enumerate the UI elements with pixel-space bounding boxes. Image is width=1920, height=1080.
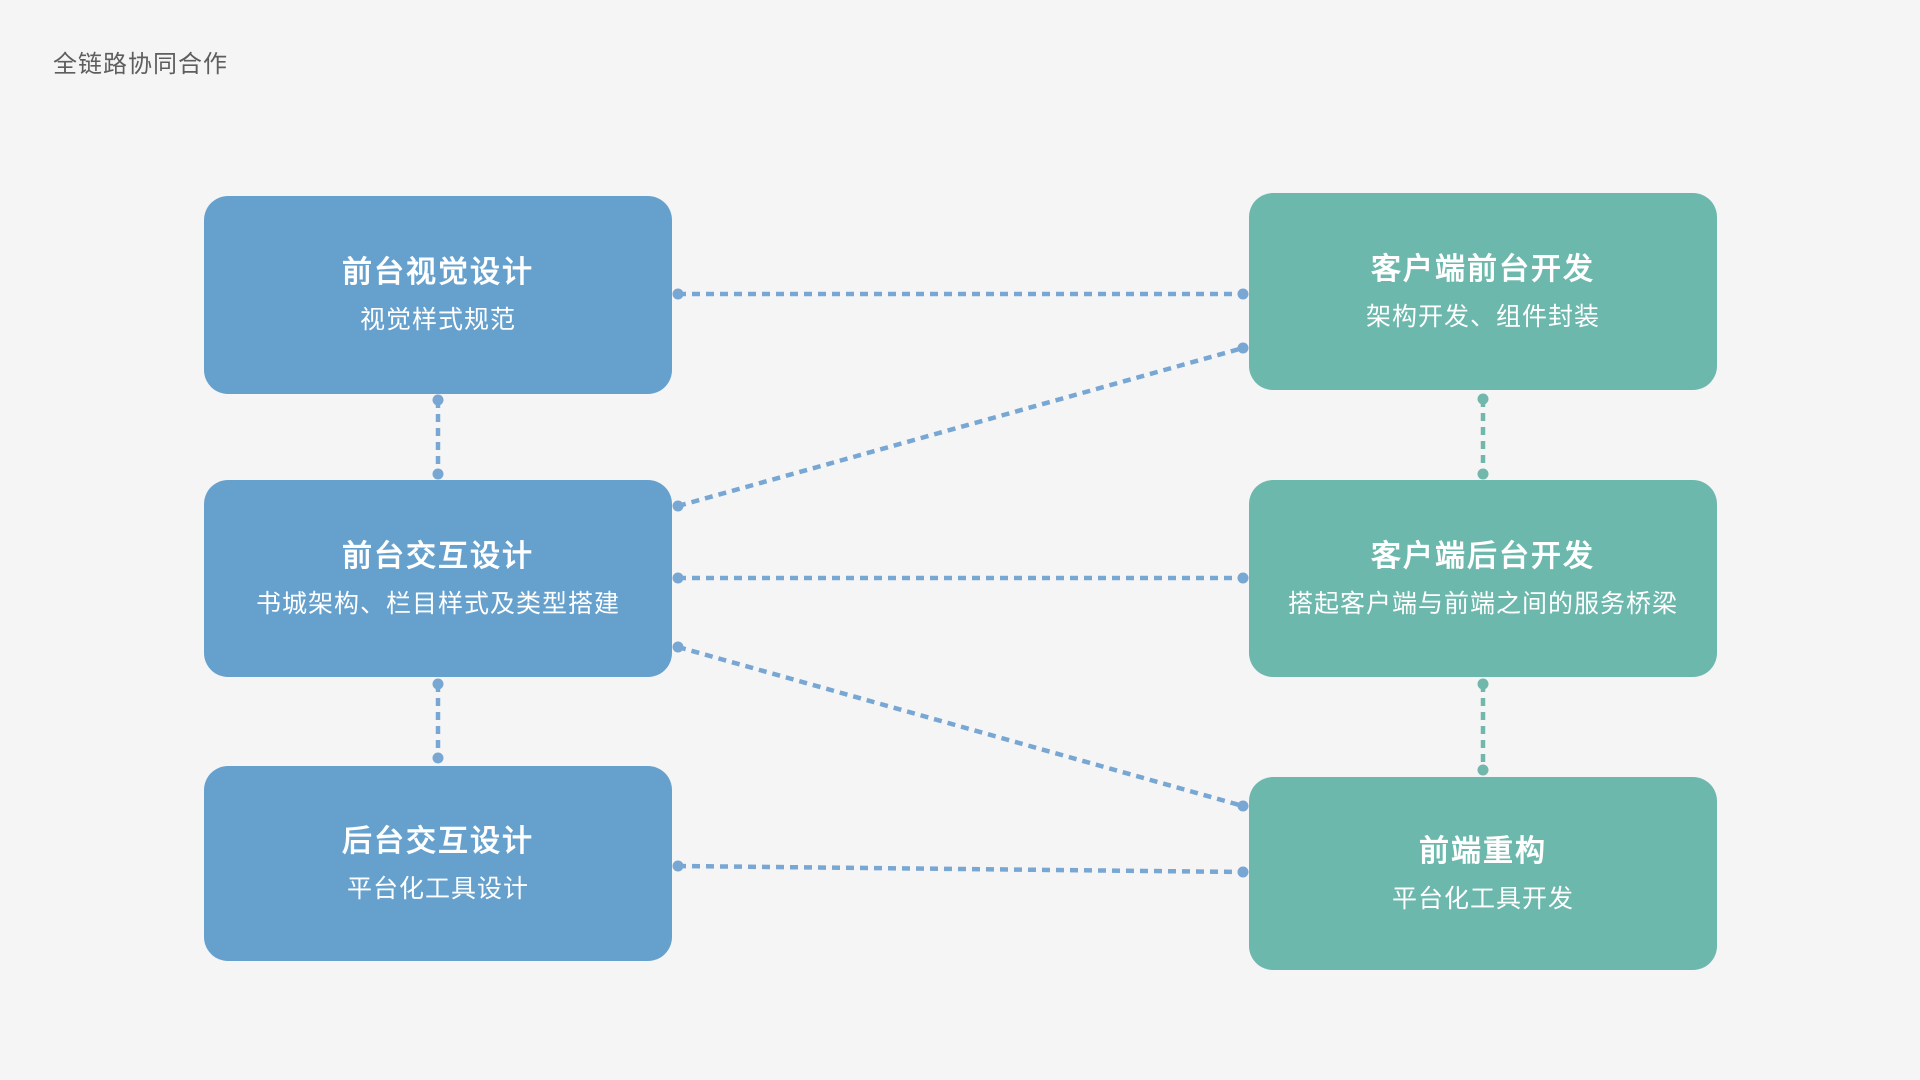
page-title: 全链路协同合作 [53,51,228,78]
node-subtitle: 搭起客户端与前端之间的服务桥梁 [1287,589,1678,618]
connector-endpoint-dot [672,572,684,584]
connector-frontend-interaction-design--client-frontend-dev [677,345,1244,509]
connector-frontend-interaction-design--frontend-refactor [677,644,1244,809]
connector-endpoint-dot [672,860,684,872]
connector-endpoint-dot [1477,678,1489,690]
node-backend-interaction-design: 后台交互设计 平台化工具设计 [204,766,672,961]
connector-endpoint-dot [1237,572,1249,584]
node-client-backend-dev: 客户端后台开发 搭起客户端与前端之间的服务桥梁 [1249,480,1717,677]
connector-endpoint-dot [432,752,444,764]
connector-endpoint-dot [1237,800,1249,812]
connector-endpoint-dot [672,641,684,653]
connector-endpoint-dot [672,288,684,300]
connector-endpoint-dot [1477,468,1489,480]
connector-endpoint-dot [1237,866,1249,878]
connector-endpoint-dot [672,500,684,512]
node-title: 前端重构 [1419,834,1547,868]
node-frontend-visual-design: 前台视觉设计 视觉样式规范 [204,196,672,394]
node-frontend-interaction-design: 前台交互设计 书城架构、栏目样式及类型搭建 [204,480,672,677]
node-title: 前台交互设计 [342,539,534,573]
node-title: 客户端后台开发 [1371,539,1595,573]
node-title: 客户端前台开发 [1371,252,1595,286]
node-title: 后台交互设计 [342,824,534,858]
connector-endpoint-dot [432,678,444,690]
node-frontend-refactor: 前端重构 平台化工具开发 [1249,777,1717,970]
connector-endpoint-dot [1477,393,1489,405]
node-subtitle: 书城架构、栏目样式及类型搭建 [255,589,620,618]
node-client-frontend-dev: 客户端前台开发 架构开发、组件封装 [1249,193,1717,390]
node-subtitle: 架构开发、组件封装 [1365,302,1600,331]
connector-backend-interaction-design--frontend-refactor [677,863,1244,875]
node-subtitle: 平台化工具开发 [1391,884,1574,913]
connector-endpoint-dot [432,394,444,406]
connector-endpoint-dot [1237,288,1249,300]
connector-endpoint-dot [432,468,444,480]
connector-endpoint-dot [1237,342,1249,354]
node-title: 前台视觉设计 [342,256,534,289]
node-subtitle: 平台化工具设计 [346,874,529,903]
connector-endpoint-dot [1477,764,1489,776]
node-subtitle: 视觉样式规范 [359,306,516,334]
